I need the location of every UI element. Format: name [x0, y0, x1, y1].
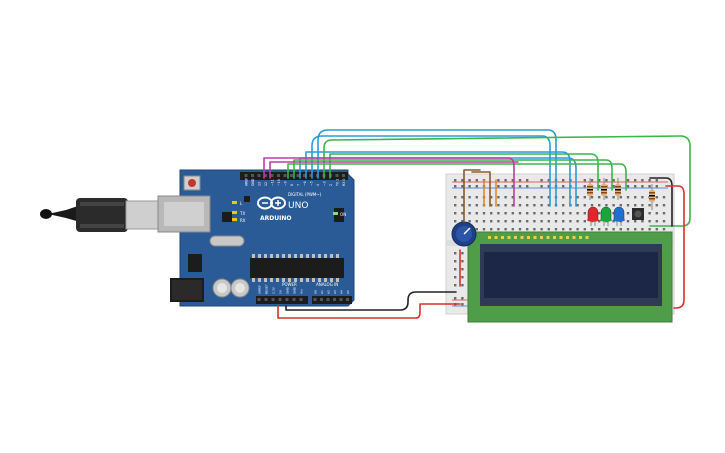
led-tx-label: TX	[239, 211, 245, 216]
digital-pin-label: ~5	[310, 181, 314, 186]
analog-pin-label: A1	[320, 290, 324, 294]
brand-label: ARDUINO	[260, 215, 291, 222]
lcd-pin	[566, 236, 569, 239]
wire-magenta	[269, 161, 519, 179]
push-button[interactable]	[632, 208, 644, 220]
digital-pin-label: ~11	[271, 179, 275, 186]
power-pin-label: IOREF	[258, 285, 262, 294]
lcd-pin	[514, 236, 517, 239]
resistors[interactable]	[587, 178, 655, 210]
digital-pin-label: ~9	[284, 181, 288, 186]
resistor[interactable]	[615, 178, 621, 200]
lcd-16x2[interactable]	[467, 231, 673, 323]
digital-pin-label: ~3	[323, 181, 327, 186]
wire-green	[287, 163, 627, 191]
led[interactable]	[613, 206, 625, 226]
analog-pin-label: A2	[327, 290, 331, 294]
usb-cable[interactable]	[40, 198, 161, 232]
power-pin-label: GND	[293, 286, 297, 294]
led[interactable]	[600, 206, 612, 226]
digital-pin-label: 2	[329, 184, 333, 186]
power-pin-label: RESET	[265, 284, 269, 294]
arduino-uno-board[interactable]: ARDUINO UNO DIGITAL (PWM~) POWER ANALOG …	[157, 169, 355, 307]
analog-header-label: ANALOG IN	[316, 282, 338, 287]
digital-pin-label: GND	[251, 178, 255, 186]
wire-black	[285, 291, 457, 311]
led-on-label: ON	[340, 212, 346, 217]
lcd-pin	[520, 236, 524, 239]
wire-green	[329, 153, 599, 191]
model-label: UNO	[288, 201, 308, 211]
led-l-label: L	[240, 201, 243, 206]
wire-green	[323, 135, 691, 227]
wires	[263, 129, 691, 319]
digital-pin-label: TX 1	[336, 179, 340, 187]
wire-brown	[471, 171, 491, 207]
lcd-pin	[501, 236, 504, 239]
lcd-pin	[579, 236, 582, 239]
lcd-pin	[553, 236, 556, 239]
digital-pin-label: 4	[316, 184, 320, 186]
analog-pin-label: A5	[346, 290, 350, 294]
analog-pin-label: A0	[314, 290, 318, 294]
lcd-pin	[527, 236, 530, 239]
power-pin-label: GND	[286, 286, 290, 294]
digital-header-label: DIGITAL (PWM~)	[288, 192, 322, 197]
wire-magenta	[263, 157, 515, 207]
digital-pin-label: ~6	[303, 181, 307, 186]
power-pin-label: 3.3V	[272, 286, 276, 294]
lcd-pin	[585, 236, 589, 239]
digital-pin-label: AREF	[245, 178, 249, 186]
analog-pin-label: A4	[340, 290, 344, 294]
digital-pin-label: 12	[264, 182, 268, 186]
analog-pin-label: A3	[333, 290, 337, 294]
wire-brown	[463, 169, 481, 223]
resistor[interactable]	[649, 184, 655, 210]
analog-header	[312, 296, 352, 304]
power-pin-label: 5V	[279, 289, 283, 294]
digital-pin-label: RX 0	[342, 179, 346, 186]
power-header-label: POWER	[282, 282, 297, 287]
digital-pin-label: ~10	[277, 179, 281, 186]
wire-red	[277, 303, 461, 319]
power-header	[256, 296, 308, 304]
leds[interactable]	[587, 206, 625, 226]
wire-blue	[311, 135, 551, 207]
lcd-pin	[507, 236, 511, 239]
lcd-pin	[540, 236, 543, 239]
wire-red	[665, 185, 685, 309]
lcd-pin	[572, 236, 576, 239]
lcd-pin	[488, 236, 491, 239]
lcd-screen	[484, 252, 658, 298]
lcd-pin	[494, 236, 498, 239]
lcd-pin-header	[488, 236, 589, 239]
power-pin-label: Vin	[300, 289, 304, 294]
digital-pin-label: 7	[297, 184, 301, 186]
resistor[interactable]	[587, 178, 593, 200]
led-rx-label: RX	[240, 218, 246, 223]
resistor[interactable]	[601, 178, 607, 200]
arduino-logo-icon	[257, 196, 286, 210]
digital-pin-label: 8	[290, 184, 294, 186]
lcd-pin	[533, 236, 537, 239]
atmega-chip	[250, 258, 344, 278]
digital-pin-label: 13	[258, 182, 262, 186]
lcd-pin	[546, 236, 550, 239]
potentiometer[interactable]	[451, 221, 477, 247]
lcd-pin	[559, 236, 563, 239]
wire-green	[293, 159, 613, 191]
led[interactable]	[587, 206, 599, 226]
